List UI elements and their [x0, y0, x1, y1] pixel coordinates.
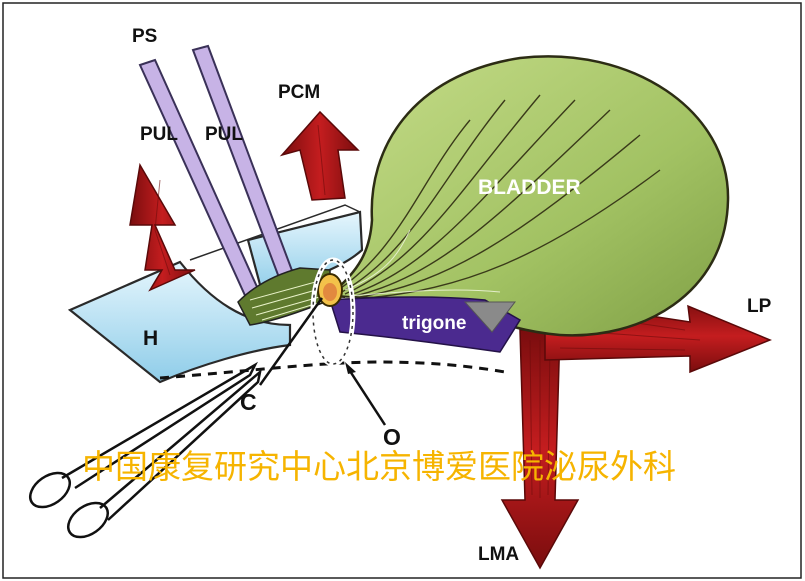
label-pcm: PCM — [278, 82, 320, 103]
scissors-icon — [29, 361, 262, 539]
o-pointer — [346, 367, 387, 426]
c-pointer — [258, 297, 324, 386]
pcm-arrow-right — [279, 110, 360, 201]
label-trigone: trigone — [402, 313, 466, 334]
label-pul-left: PUL — [140, 124, 178, 145]
urethral-orifice — [317, 273, 343, 307]
trigone — [329, 296, 522, 353]
label-c: C — [240, 389, 257, 415]
label-o: O — [383, 424, 401, 450]
label-bladder: BLADDER — [478, 176, 581, 199]
o-pointer-head — [345, 362, 356, 374]
label-h: H — [143, 327, 158, 350]
label-lma: LMA — [478, 544, 519, 565]
label-pul-right: PUL — [205, 124, 243, 145]
dashed-line — [159, 360, 506, 380]
pcm-arrow-left — [129, 162, 196, 292]
label-ps: PS — [132, 26, 157, 47]
label-lp: LP — [747, 296, 772, 317]
watermark-text: 中国康复研究中心北京博爱医院泌尿外科 — [82, 447, 676, 486]
